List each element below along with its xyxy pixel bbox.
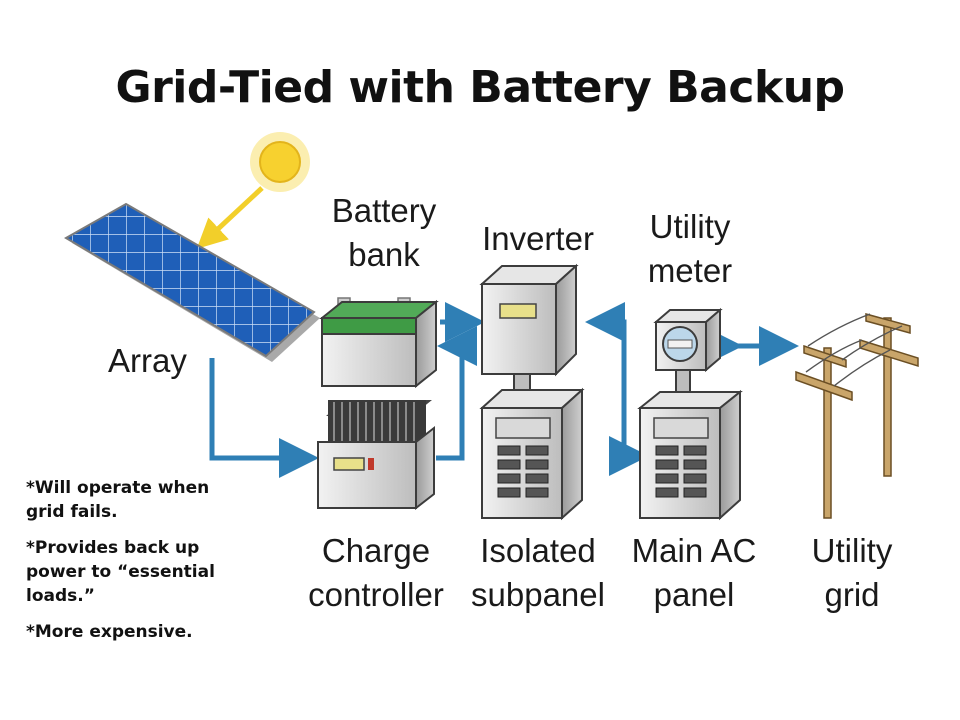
label-utility-grid-line1: Utility: [812, 532, 893, 569]
inverter-icon: [479, 263, 579, 395]
label-main-ac-panel-line1: Main AC: [632, 532, 757, 569]
sunlight-arrow: [196, 186, 264, 249]
label-isolated-subpanel-line1: Isolated: [480, 532, 596, 569]
label-utility-meter-line1: Utility: [650, 208, 731, 245]
wiring-arrows: [209, 302, 799, 478]
isolated-subpanel-icon: [479, 387, 585, 521]
charge-controller-icon: [317, 400, 435, 511]
note-backup-power: *Provides back up power to “essential lo…: [26, 538, 215, 606]
label-battery-bank-line2: bank: [348, 236, 420, 273]
main-ac-panel-icon: [637, 389, 743, 521]
label-charge-controller-line2: controller: [308, 576, 444, 613]
label-utility-meter-line2: meter: [648, 252, 732, 289]
label-charge-controller-line1: Charge: [322, 532, 430, 569]
battery-bank-icon: [319, 297, 439, 389]
note-grid-fails: *Will operate when grid fails.: [26, 478, 210, 522]
utility-meter-icon: [653, 307, 723, 397]
label-inverter: Inverter: [482, 220, 594, 257]
sun-icon: [250, 132, 310, 192]
label-main-ac-panel-line2: panel: [654, 576, 735, 613]
note-expensive: *More expensive.: [26, 622, 193, 642]
solar-array-icon: [64, 202, 320, 362]
label-battery-bank-line1: Battery: [332, 192, 437, 229]
label-array: Array: [108, 342, 187, 379]
label-isolated-subpanel-line2: subpanel: [471, 576, 605, 613]
label-utility-grid-line2: grid: [824, 576, 879, 613]
notes-list: *Will operate when grid fails. *Provides…: [26, 476, 236, 656]
page-title: Grid-Tied with Battery Backup: [115, 62, 845, 113]
utility-grid-poles-icon: [795, 313, 919, 519]
